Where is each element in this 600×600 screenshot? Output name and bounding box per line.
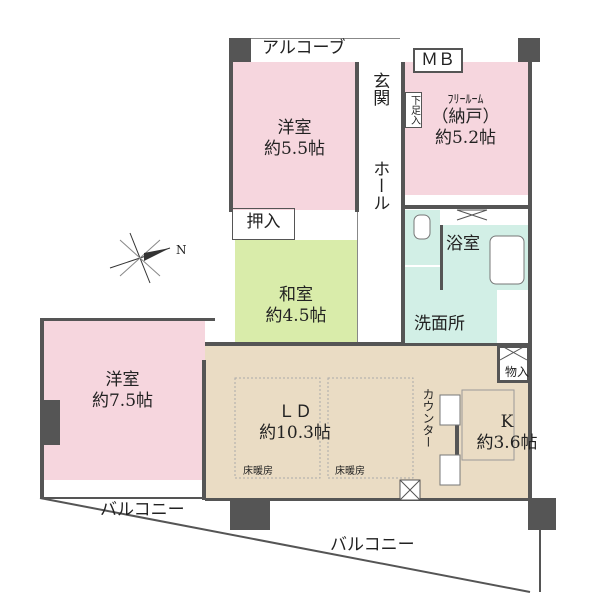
wall [528, 62, 532, 500]
label-kitchen: K 約3.6帖 [462, 412, 552, 455]
room-size: 約5.2帖 [434, 128, 497, 149]
wall [355, 62, 359, 212]
compass-north-label: N [176, 243, 187, 257]
wall [205, 498, 530, 501]
wall [518, 38, 540, 62]
wall [40, 400, 60, 445]
room-size: 約5.5帖 [263, 139, 326, 160]
room-size: 約7.5帖 [91, 391, 154, 412]
wall [229, 62, 233, 212]
room-free [403, 62, 528, 195]
label-free-room: ﾌﾘｰﾙｰﾑ （納戸） 約5.2帖 [403, 92, 528, 150]
room-size: 約10.3帖 [259, 423, 331, 444]
room-hall [357, 62, 403, 345]
room-sub: （納戸） [431, 107, 500, 127]
wall [528, 498, 556, 530]
wall [497, 345, 530, 383]
room-name: K [500, 412, 514, 432]
label-storage: 物入 [505, 365, 530, 379]
wall [202, 360, 206, 500]
wall [440, 225, 443, 290]
label-shoe-cabinet: 下足入 [405, 92, 422, 128]
room-closet [232, 208, 295, 240]
label-hall: ホール [369, 160, 390, 211]
label-bath: 浴室 [446, 234, 480, 254]
room-western-7-5 [40, 320, 205, 480]
label-ld: ＬＤ 約10.3帖 [235, 402, 355, 445]
label-floor-heating-2: 床暖房 [335, 466, 365, 477]
room-name: ﾌﾘｰﾙｰﾑ [447, 92, 484, 106]
label-floor-heating-1: 床暖房 [243, 466, 273, 477]
label-entrance: 玄関 [369, 72, 390, 106]
label-mb: ＭＢ [413, 48, 463, 74]
label-wash: 洗面所 [414, 314, 465, 334]
label-japanese: 和室 約4.5帖 [235, 285, 357, 328]
label-alcove: アルコーブ [262, 38, 346, 58]
room-alcove [250, 38, 400, 62]
wall [455, 395, 459, 485]
label-balcony-1: バルコニー [100, 500, 185, 520]
wall [405, 343, 530, 346]
room-name: 和室 [279, 285, 313, 305]
wall [205, 342, 405, 346]
room-name: 洋室 [277, 118, 312, 138]
label-balcony-2: バルコニー [330, 535, 415, 555]
wall [405, 205, 530, 209]
wall [40, 318, 215, 321]
label-closet: 押入 [246, 212, 281, 232]
room-ldk [205, 345, 530, 500]
room-wash [405, 267, 497, 345]
wall [229, 38, 251, 62]
room-japanese [235, 240, 357, 345]
label-western-5-5: 洋室 約5.5帖 [232, 118, 357, 161]
room-size: 約4.5帖 [265, 306, 327, 327]
label-western-7-5: 洋室 約7.5帖 [40, 370, 205, 413]
room-western-5-5 [232, 62, 357, 210]
wall [401, 62, 405, 345]
room-name: 洋室 [105, 370, 140, 390]
room-size: 約3.6帖 [476, 433, 538, 454]
room-name: ＬＤ [278, 402, 312, 422]
label-counter: カウンター [421, 388, 435, 448]
wall [230, 498, 270, 530]
